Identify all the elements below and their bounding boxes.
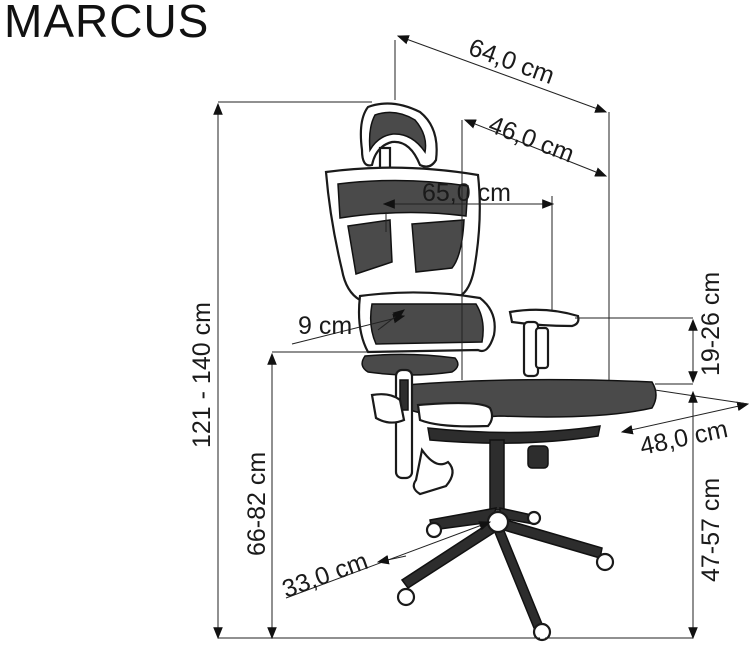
right-armrest — [508, 308, 580, 378]
label-lumbar: 9 cm — [298, 312, 352, 340]
mechanism — [370, 393, 549, 511]
product-title: MARCUS — [4, 0, 210, 47]
left-armrest — [361, 353, 459, 480]
seat — [404, 378, 657, 444]
label-seat-height: 47-57 cm — [697, 478, 725, 582]
headrest — [359, 102, 438, 175]
label-base-radius: 33,0 cm — [278, 547, 371, 604]
star-base — [396, 507, 615, 642]
label-seat-width: 48,0 cm — [637, 415, 730, 461]
label-total-width: 65,0 cm — [422, 179, 511, 207]
label-seat-depth: 46,0 cm — [485, 110, 578, 168]
dimension-lines — [213, 35, 750, 640]
label-overall-height: 121 - 140 cm — [188, 302, 216, 448]
label-armrest-adjust: 19-26 cm — [697, 272, 725, 376]
label-total-depth: 64,0 cm — [465, 33, 558, 90]
label-armrest-height: 66-82 cm — [243, 452, 271, 556]
